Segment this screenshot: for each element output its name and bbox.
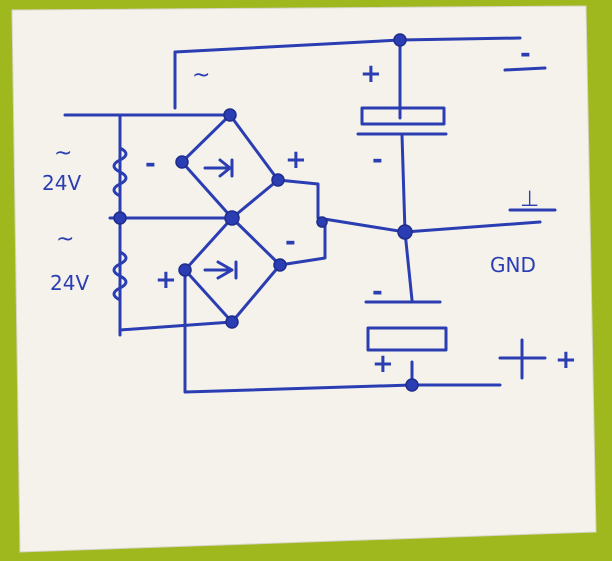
bridge-minus-label: - bbox=[285, 227, 296, 257]
junction-mid bbox=[397, 224, 413, 240]
junction-bridge-right bbox=[271, 173, 285, 187]
junction-dots bbox=[113, 33, 419, 392]
cap-bottom-plus-label: + bbox=[372, 349, 394, 379]
winding-top-polarity: - bbox=[145, 149, 156, 179]
junction-bottom-rail bbox=[405, 378, 419, 392]
winding-bottom-coil bbox=[112, 250, 128, 302]
wire-bottom-rail bbox=[183, 268, 502, 394]
junction-bridge-top bbox=[223, 108, 237, 122]
ac-top-winding-label: ~ bbox=[54, 141, 72, 166]
capacitor-top-plate bbox=[360, 106, 446, 126]
junction-top-rail bbox=[393, 33, 407, 47]
output-gnd-symbol: ⊥ bbox=[520, 187, 539, 212]
wire-bridge-plus bbox=[276, 178, 407, 234]
wire-bridge-minus bbox=[278, 223, 327, 267]
output-top-label: - bbox=[520, 39, 531, 69]
output-bottom-label: + bbox=[555, 345, 577, 375]
junction-bridge-to-mid bbox=[316, 216, 328, 228]
winding-bottom-polarity: + bbox=[155, 265, 177, 295]
wire-gnd-output bbox=[403, 220, 542, 234]
voltage-bottom-label: 24V bbox=[50, 271, 89, 295]
wire-top-rail bbox=[173, 36, 522, 110]
junction-bottom-right bbox=[273, 258, 287, 272]
junction-bridge-left bbox=[175, 155, 189, 169]
diode-bottom bbox=[203, 260, 238, 280]
junction-bridge-bottom bbox=[225, 315, 239, 329]
winding-top-coil bbox=[112, 146, 128, 198]
ac-bottom-winding-label: ~ bbox=[56, 227, 74, 252]
capacitor-bottom-plate bbox=[366, 326, 448, 352]
cap-bottom-minus-label: - bbox=[372, 277, 383, 307]
voltage-top-label: 24V bbox=[42, 171, 81, 195]
wire-winding-bottom bbox=[118, 320, 234, 332]
diode-top bbox=[203, 158, 234, 178]
cap-top-minus-label: - bbox=[372, 145, 383, 175]
junction-center bbox=[224, 210, 240, 226]
ac-rectifier-input-label: ~ bbox=[192, 63, 210, 88]
output-plus-mark bbox=[498, 338, 547, 380]
junction-bottom-left bbox=[178, 263, 192, 277]
junction-center-tap bbox=[113, 211, 127, 225]
paper-sheet bbox=[11, 5, 597, 553]
output-gnd-label: GND bbox=[490, 253, 536, 277]
output-minus-mark bbox=[503, 66, 547, 72]
cap-top-plus-label: + bbox=[360, 59, 382, 89]
bridge-plus-label: + bbox=[285, 145, 307, 175]
text-labels: ~ ~ 24V ~ 24V - + + - + - - + - ⊥ GND + bbox=[42, 39, 577, 379]
